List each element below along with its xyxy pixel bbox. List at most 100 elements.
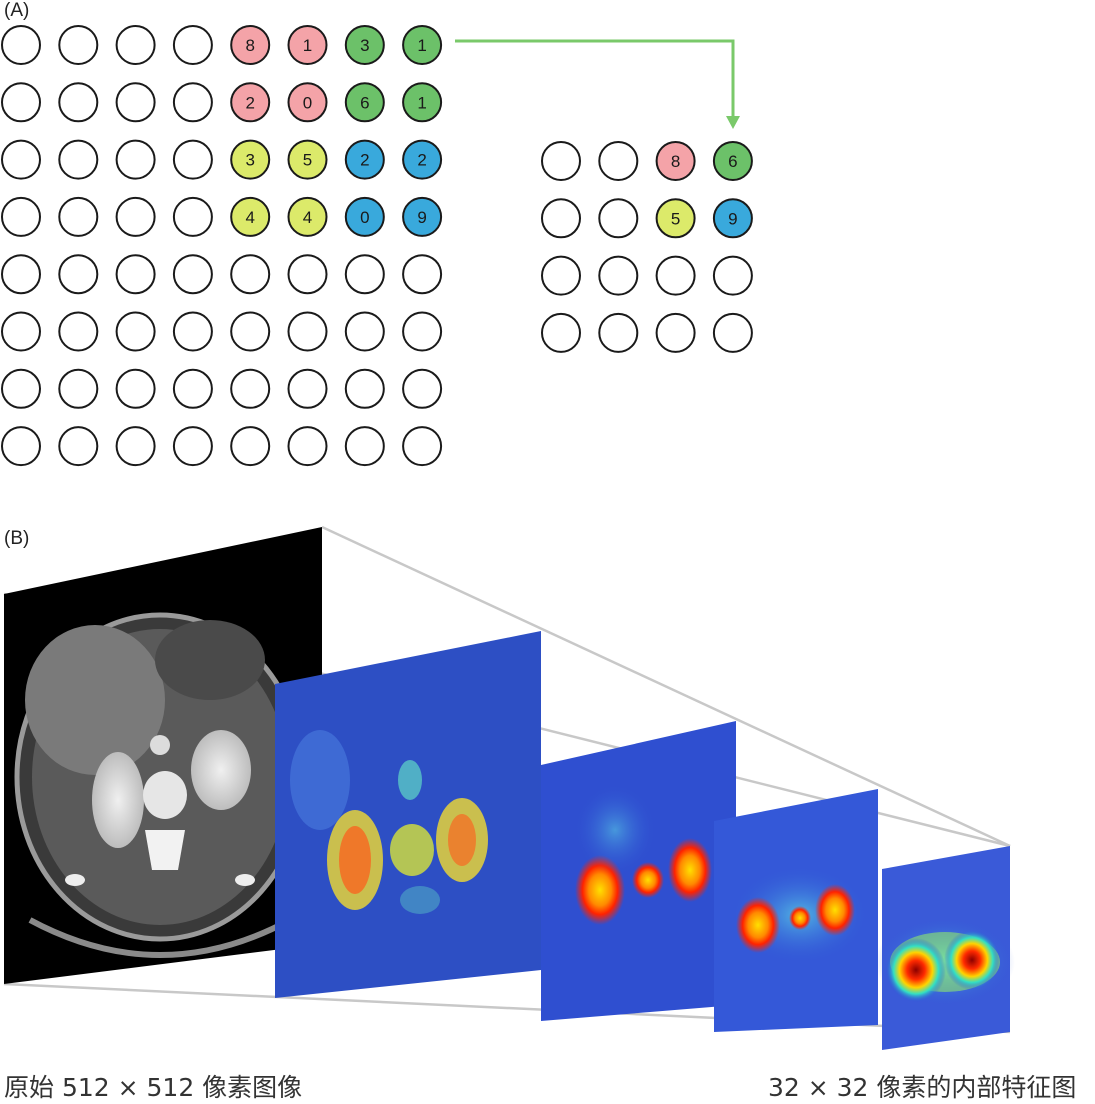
input-cell (402, 311, 443, 352)
input-cell (58, 311, 99, 352)
input-cell (230, 311, 271, 352)
input-cell-value: 2 (360, 151, 369, 170)
feature-map-1 (275, 631, 541, 998)
input-cell (58, 368, 99, 409)
input-cell (287, 139, 328, 180)
input-cell (402, 25, 443, 65)
output-cell-value: 8 (671, 152, 680, 171)
input-cell (115, 25, 156, 65)
input-cell (172, 25, 213, 65)
output-cell (598, 141, 639, 181)
caption-feature-map: 32 × 32 像素的内部特征图 (768, 1073, 1077, 1102)
input-cell-value: 1 (417, 93, 426, 112)
input-cell (58, 82, 99, 123)
input-cell (402, 139, 443, 180)
output-cell (541, 141, 581, 181)
input-cell (287, 25, 328, 65)
input-cell (230, 25, 271, 65)
input-cell (287, 254, 328, 295)
output-cell (712, 198, 753, 239)
input-cell-value: 1 (303, 36, 312, 55)
output-cell (541, 255, 581, 296)
caption-original-image: 原始 512 × 512 像素图像 (4, 1073, 303, 1102)
input-cell (230, 368, 271, 409)
input-cell (172, 196, 213, 237)
input-cell-value: 0 (360, 208, 369, 227)
output-cell (655, 312, 696, 353)
input-cell (58, 426, 99, 467)
input-cell (172, 311, 213, 352)
output-cell (655, 198, 696, 239)
input-cell (402, 426, 443, 467)
output-cell-value: 9 (728, 209, 737, 228)
input-cell (344, 426, 385, 467)
input-cell (287, 196, 328, 237)
feature-map-2 (541, 721, 736, 1021)
input-cell (402, 82, 443, 123)
input-cell (1, 426, 41, 467)
input-cell (344, 368, 385, 409)
input-cell (115, 196, 156, 237)
input-cell (230, 82, 271, 123)
output-cell-value: 5 (671, 209, 680, 228)
output-cell (598, 255, 639, 296)
input-cell (344, 82, 385, 123)
output-cell (541, 312, 581, 353)
input-cell (287, 82, 328, 123)
input-cell (402, 368, 443, 409)
input-cell (1, 368, 41, 409)
input-cell (287, 368, 328, 409)
input-cell-value: 5 (303, 151, 312, 170)
input-cell-value: 2 (245, 93, 254, 112)
ct-scan-image (4, 527, 322, 984)
input-cell-value: 0 (303, 93, 312, 112)
input-cell (287, 426, 328, 467)
input-cell (230, 254, 271, 295)
input-cell (172, 368, 213, 409)
output-cell (655, 255, 696, 296)
input-cell (58, 139, 99, 180)
pooling-arrow-head (726, 116, 740, 129)
input-cell (172, 426, 213, 467)
input-cell-value: 3 (360, 36, 369, 55)
input-cell (402, 254, 443, 295)
input-cell (172, 254, 213, 295)
input-cell-value: 8 (245, 36, 254, 55)
input-cell (344, 311, 385, 352)
output-cell (712, 312, 753, 353)
panel-a-label: (A) (4, 0, 30, 21)
input-cell (230, 139, 271, 180)
pooled-output-grid: 8 6 5 9 (541, 141, 753, 353)
input-cell (230, 426, 271, 467)
input-cell (115, 82, 156, 123)
output-cell (712, 255, 753, 296)
input-cell-value: 4 (303, 208, 312, 227)
panel-b-label: (B) (4, 528, 30, 549)
input-cell (1, 196, 41, 237)
input-cell (58, 254, 99, 295)
input-cell (115, 139, 156, 180)
input-cell (1, 311, 41, 352)
input-cell (115, 368, 156, 409)
input-cell-value: 4 (245, 208, 254, 227)
output-cell-value: 6 (728, 152, 737, 171)
input-cell (58, 196, 99, 237)
input-cell-value: 3 (245, 151, 254, 170)
input-cell (172, 139, 213, 180)
input-cell (115, 254, 156, 295)
input-cell (1, 25, 41, 65)
output-cell (598, 198, 639, 239)
input-cell (115, 311, 156, 352)
output-cell (541, 198, 581, 239)
input-cell (287, 311, 328, 352)
input-cell (172, 82, 213, 123)
input-cell-value: 1 (417, 36, 426, 55)
input-cell-value: 2 (417, 151, 426, 170)
input-cell-value: 6 (360, 93, 369, 112)
input-cell (344, 196, 385, 237)
input-cell (1, 139, 41, 180)
input-cell (344, 139, 385, 180)
output-cell (712, 141, 753, 181)
output-cell (655, 141, 696, 181)
